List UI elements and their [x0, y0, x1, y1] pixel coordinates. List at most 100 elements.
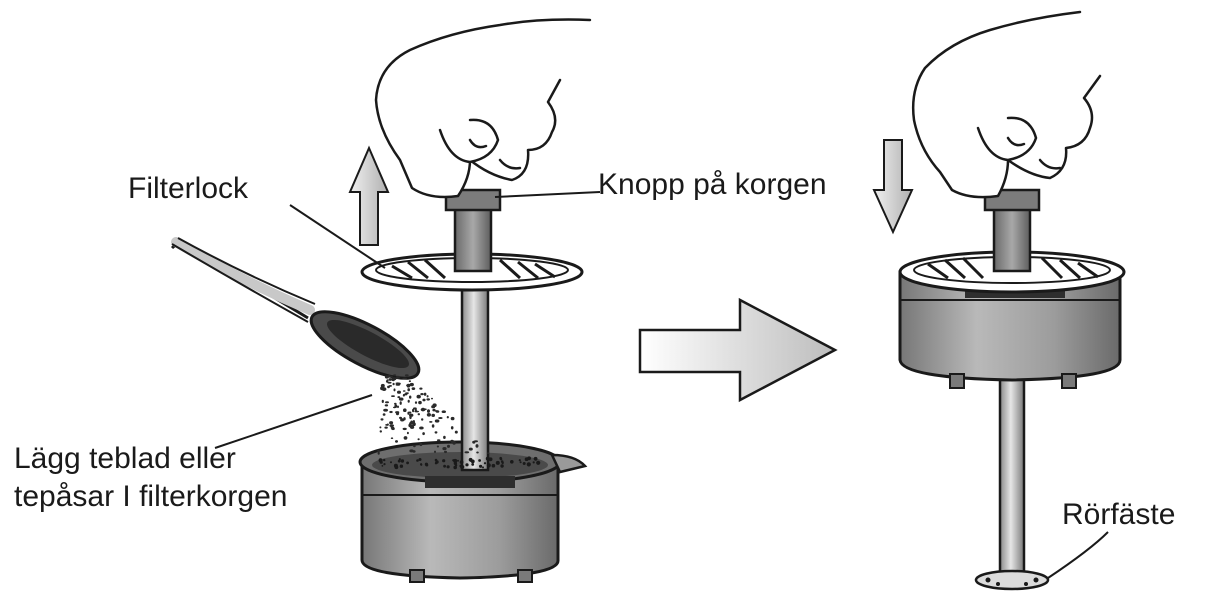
- tea-leaf: [518, 459, 521, 462]
- tea-leaf: [442, 447, 447, 451]
- tea-leaf: [395, 375, 400, 379]
- tea-leaf: [536, 460, 541, 465]
- tea-leaf: [431, 424, 435, 428]
- tea-leaf: [379, 430, 382, 433]
- arrow-right-icon: [638, 297, 838, 403]
- tea-leaf: [454, 464, 458, 467]
- tea-leaf: [510, 460, 514, 464]
- tea-leaf: [526, 462, 531, 467]
- label-lagg-line1: Lägg teblad eller: [14, 442, 236, 475]
- basket-knob-right: [983, 188, 1041, 273]
- tea-leaf: [382, 413, 386, 416]
- tea-leaf: [442, 459, 446, 463]
- hand-right: [911, 10, 1102, 199]
- leader-knopp: [494, 191, 601, 198]
- left-assembly: [170, 18, 601, 583]
- tea-leaf: [416, 459, 419, 462]
- tea-leaf: [390, 437, 394, 440]
- tea-leaf: [500, 464, 504, 468]
- tea-leaf: [409, 424, 415, 427]
- tea-leaf: [476, 451, 479, 454]
- label-knopp-pa-korgen: Knopp på korgen: [598, 168, 827, 201]
- tea-leaf: [386, 379, 389, 382]
- tea-leaf: [519, 461, 522, 464]
- tea-leaf: [460, 464, 465, 470]
- tea-leaf: [409, 449, 414, 453]
- tea-leaf: [384, 375, 389, 379]
- tea-leaf: [387, 385, 390, 389]
- tea-leaf: [453, 465, 458, 470]
- tea-leaf: [457, 459, 459, 462]
- tea-leaf: [403, 393, 406, 396]
- tea-leaf: [389, 424, 395, 427]
- tea-leaf: [420, 393, 424, 396]
- tea-leaf: [431, 397, 433, 400]
- tea-leaf: [389, 421, 394, 425]
- tea-leaf: [434, 419, 440, 423]
- tea-leaf: [393, 388, 396, 392]
- tea-leaf: [495, 460, 500, 465]
- tea-leaf: [381, 465, 384, 467]
- tea-leaf: [404, 374, 409, 377]
- tea-leaf: [412, 408, 415, 413]
- tea-leaf: [392, 382, 395, 386]
- tea-leaf: [394, 402, 397, 405]
- tea-leaf: [379, 460, 383, 464]
- center-rod-right: [998, 373, 1026, 582]
- tea-leaf: [384, 426, 388, 429]
- tea-leaf: [403, 408, 407, 413]
- tea-leaf: [443, 435, 446, 439]
- tea-leaf: [388, 378, 392, 381]
- tea-leaf: [386, 423, 389, 426]
- tea-leaf: [397, 405, 399, 409]
- spoon: [170, 237, 421, 380]
- tea-leaf: [420, 463, 423, 466]
- leader-filterlock: [289, 204, 386, 269]
- tea-leaf: [402, 377, 408, 380]
- basket-knob-left: [444, 188, 502, 273]
- tea-leaf: [406, 461, 409, 465]
- tea-leaf: [387, 381, 392, 384]
- tea-leaf: [464, 451, 470, 454]
- tea-leaf: [436, 445, 439, 448]
- label-rorfaste: Rörfäste: [1062, 498, 1176, 531]
- tea-leaf: [450, 440, 455, 444]
- tea-leaf: [427, 409, 430, 413]
- arrow-up-icon: [348, 145, 390, 246]
- tea-leaf: [434, 462, 438, 465]
- tea-leaf: [399, 416, 402, 419]
- tea-leaf: [471, 463, 475, 466]
- tea-leaf: [429, 421, 433, 423]
- tea-leaf: [393, 374, 397, 376]
- tea-leaf: [409, 413, 414, 417]
- tea-leaf: [400, 459, 405, 463]
- tea-leaf: [402, 390, 406, 392]
- tea-leaf: [387, 374, 391, 378]
- arrow-down-icon: [872, 139, 914, 235]
- filter-basket-closed: [898, 250, 1126, 389]
- tea-leaf: [483, 462, 487, 465]
- tea-leaf: [501, 461, 504, 465]
- tea-leaf: [417, 438, 420, 441]
- tea-leaf: [434, 431, 438, 434]
- tea-leaf: [485, 456, 490, 461]
- tea-leaf: [479, 464, 483, 468]
- tea-leaf: [446, 465, 450, 469]
- tea-leaf: [413, 445, 416, 448]
- tea-leaf: [419, 387, 423, 390]
- tea-leaf: [405, 392, 409, 394]
- tea-leaf: [422, 432, 425, 436]
- tea-leaf: [423, 392, 427, 396]
- tea-leaf: [436, 439, 441, 442]
- tea-leaf: [486, 463, 491, 468]
- tea-leaf: [482, 466, 484, 469]
- tea-leaf: [426, 398, 431, 401]
- tea-leaf: [532, 461, 535, 464]
- tea-leaf: [383, 463, 386, 466]
- tea-leaf: [431, 413, 436, 417]
- label-lagg-line2: tepåsar I filterkorgen: [14, 480, 288, 513]
- tea-leaf: [408, 380, 411, 383]
- pipe-mount: [974, 569, 1050, 591]
- tea-leaf: [443, 464, 446, 468]
